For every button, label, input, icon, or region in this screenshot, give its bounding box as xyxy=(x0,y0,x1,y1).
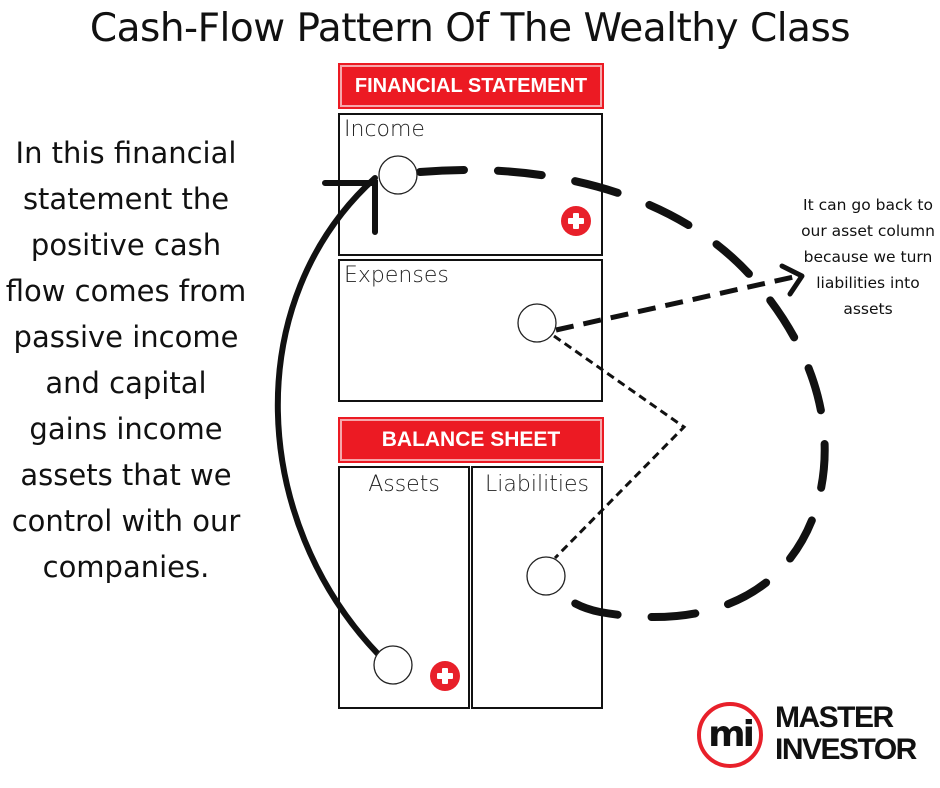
income-section: Income xyxy=(338,113,603,256)
balance-sheet-header: BALANCE SHEET xyxy=(338,417,604,463)
logo-circle-icon: mi xyxy=(697,702,763,768)
annotation-note: It can go back to our asset column becau… xyxy=(801,196,935,318)
logo-line1: MASTER xyxy=(775,701,894,734)
financial-statement-header: FINANCIAL STATEMENT xyxy=(338,63,604,109)
master-investor-logo: mi MASTER INVESTOR xyxy=(697,698,937,778)
assets-label: Assets xyxy=(368,472,440,497)
assets-column: Assets xyxy=(338,466,470,709)
expenses-section: Expenses xyxy=(338,259,603,402)
explanation-text: In this financial statement the positive… xyxy=(5,136,247,584)
expenses-label: Expenses xyxy=(344,263,449,288)
logo-line2: INVESTOR xyxy=(775,733,917,766)
liabilities-column: Liabilities xyxy=(471,466,603,709)
diagram-title: Cash-Flow Pattern Of The Wealthy Class xyxy=(89,6,851,51)
note-arrow-head-icon xyxy=(779,263,805,297)
liabilities-label: Liabilities xyxy=(485,472,589,497)
logo-mark: mi xyxy=(708,714,755,755)
logo-wordmark: MASTER INVESTOR xyxy=(775,701,917,766)
income-label: Income xyxy=(344,117,425,142)
